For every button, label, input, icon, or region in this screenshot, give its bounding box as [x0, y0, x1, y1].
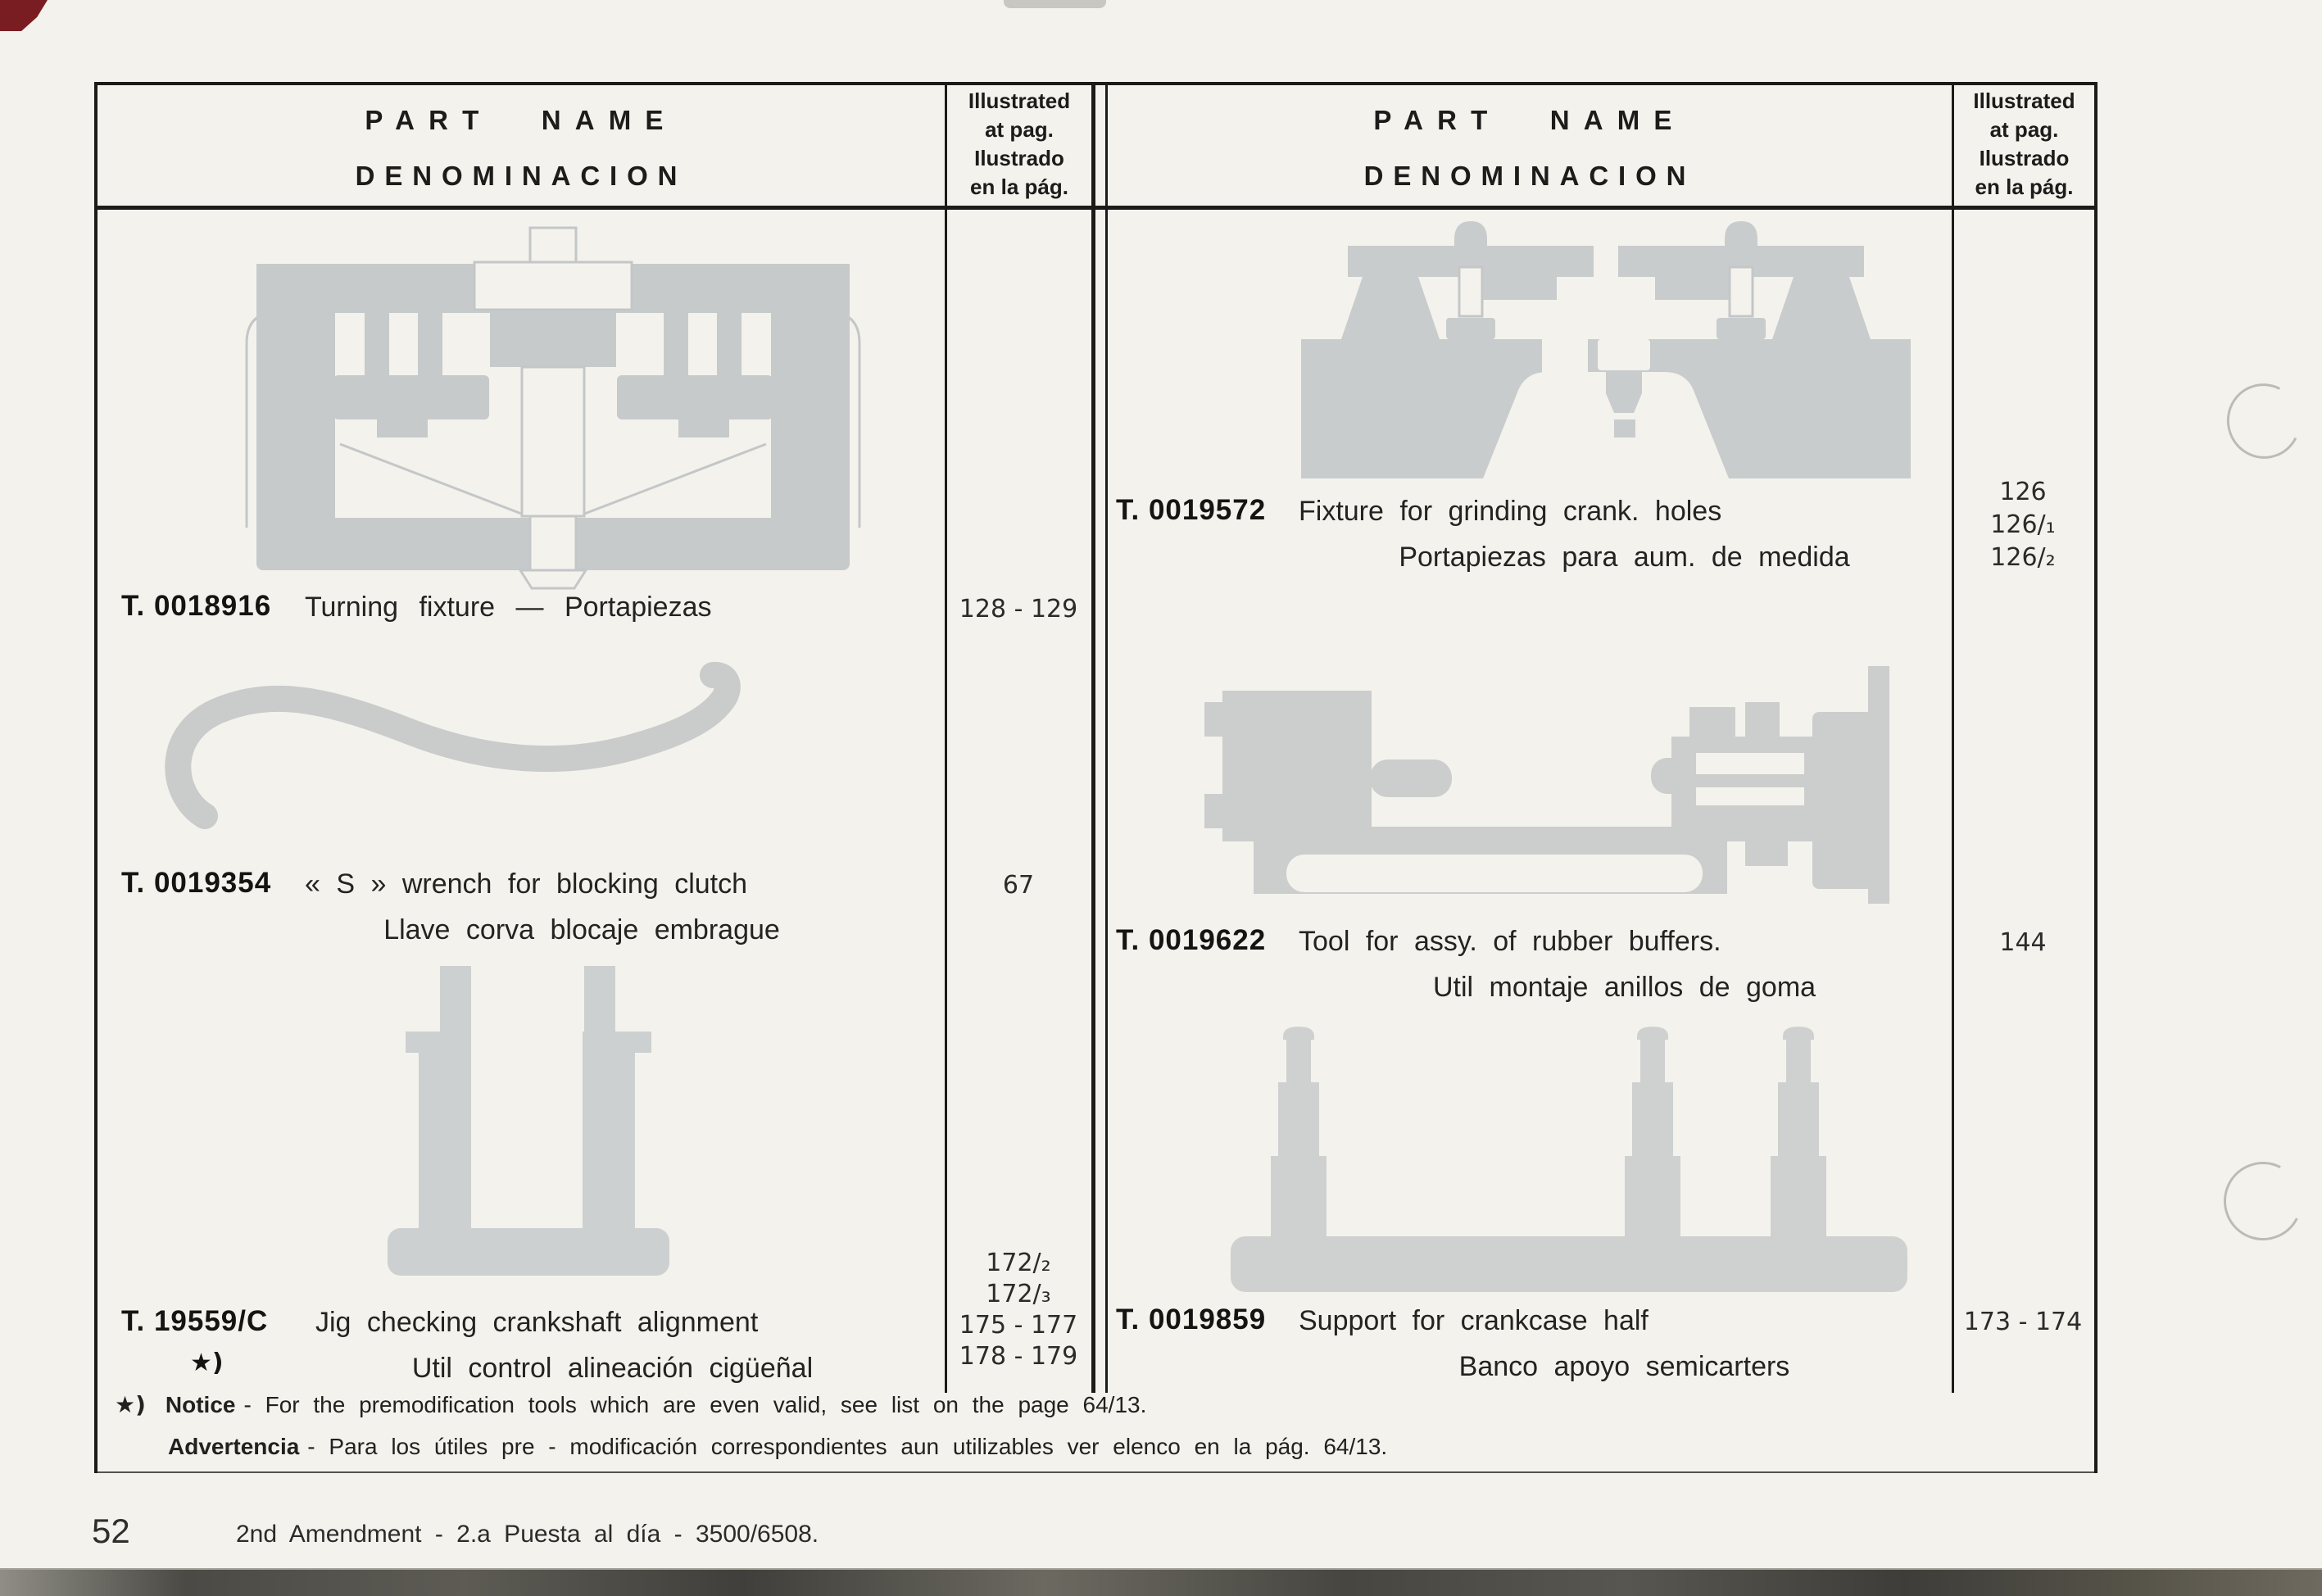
- crank-grinding-fixture-illustration: [1301, 221, 1911, 478]
- part-code: T. 0019859: [1116, 1304, 1267, 1335]
- column-header-denominacion: DENOMINACION: [355, 161, 687, 191]
- crankcase-support-illustration: [1231, 1027, 1907, 1292]
- punch-hole: [2216, 374, 2311, 469]
- divider: [94, 82, 2098, 85]
- divider: [1091, 82, 1095, 1393]
- part-name: Support for crankcase half: [1299, 1305, 1649, 1336]
- page-reference: 172/₃: [986, 1280, 1051, 1308]
- part-code: T. 0018916: [121, 590, 272, 622]
- part-code: T. 19559/C: [121, 1305, 269, 1337]
- page-reference: 126/₁: [1990, 510, 2056, 539]
- part-name-spanish: Portapiezas para aum. de medida: [1399, 542, 1850, 573]
- notice-note: ★) Notice - For the premodification tools …: [115, 1391, 1146, 1418]
- punch-hole: [2213, 1151, 2313, 1251]
- part-name: Turning fixture — Portapiezas: [305, 592, 712, 623]
- page-reference: 67: [1002, 871, 1035, 900]
- page-reference: 144: [1999, 928, 2047, 957]
- notice-label: Notice: [165, 1392, 236, 1417]
- part-code: T. 0019572: [1116, 494, 1267, 526]
- divider: [94, 206, 2098, 210]
- part-name: « S » wrench for blocking clutch: [305, 868, 748, 900]
- column-header-illustrated-line: Illustrated: [968, 88, 1071, 113]
- part-name-spanish: Util control alineación cigüeñal: [411, 1353, 814, 1384]
- notice-star-mark: ★): [115, 1391, 146, 1418]
- column-header-illustrated-line: Illustrated: [1973, 88, 2075, 113]
- amendment-note: 2nd Amendment - 2.a Puesta al día - 3500…: [236, 1521, 819, 1548]
- s-wrench-illustration: [165, 661, 741, 829]
- column-header-illustrated-line: en la pág.: [970, 175, 1068, 199]
- part-name: Jig checking crankshaft alignment: [315, 1307, 759, 1338]
- page-number: 52: [92, 1512, 130, 1550]
- page-reference: 126/₂: [1990, 543, 2056, 572]
- bottom-page-edge: [0, 1568, 2322, 1596]
- column-header-part-name: PART NAME: [365, 105, 678, 135]
- column-header-denominacion: DENOMINACION: [1363, 161, 1696, 191]
- page-reference: 173 - 174: [1963, 1308, 2083, 1336]
- part-code: T. 0019354: [121, 867, 272, 899]
- advertencia-note: Advertencia - Para los útiles pre - modif…: [168, 1434, 1387, 1460]
- advertencia-label: Advertencia: [168, 1434, 300, 1459]
- column-header-illustrated-line: Ilustrado: [974, 146, 1064, 170]
- divider: [2094, 82, 2098, 1473]
- column-header-illustrated-line: at pag.: [985, 117, 1054, 142]
- divider: [1952, 82, 1954, 1393]
- page-reference: 126: [1999, 478, 2047, 506]
- part-name-spanish: Util montaje anillos de goma: [1432, 972, 1816, 1003]
- divider: [94, 1471, 2098, 1473]
- column-header-illustrated-line: at pag.: [1989, 117, 2059, 142]
- part-name-spanish: Banco apoyo semicarters: [1458, 1351, 1790, 1382]
- crankshaft-alignment-jig-illustration: [388, 966, 669, 1276]
- divider: [945, 82, 947, 1393]
- corner-ink-mark: [0, 0, 48, 31]
- premod-star-mark: ★): [190, 1349, 224, 1377]
- divider: [1105, 82, 1108, 1393]
- part-name-spanish: Llave corva blocaje embrague: [383, 914, 780, 945]
- column-header-part-name: PART NAME: [1373, 105, 1686, 135]
- page-reference: 175 - 177: [959, 1311, 1078, 1340]
- turning-fixture-illustration: [245, 226, 861, 590]
- part-name: Tool for assy. of rubber buffers.: [1299, 926, 1721, 957]
- column-header-illustrated-line: Ilustrado: [1979, 146, 2070, 170]
- page-reference: 128 - 129: [959, 595, 1078, 623]
- divider: [94, 82, 98, 1473]
- advertencia-text: - Para los útiles pre - modificación cor…: [307, 1434, 1388, 1459]
- top-page-edge-sliver: [1004, 0, 1106, 8]
- notice-text: - For the premodification tools which ar…: [243, 1392, 1147, 1417]
- rubber-buffer-tool-illustration: [1204, 666, 1889, 904]
- part-code: T. 0019622: [1116, 924, 1267, 956]
- column-header-illustrated-line: en la pág.: [1975, 175, 2074, 199]
- page-reference: 172/₂: [986, 1249, 1051, 1277]
- page-reference: 178 - 179: [959, 1342, 1078, 1371]
- part-name: Fixture for grinding crank. holes: [1299, 496, 1722, 527]
